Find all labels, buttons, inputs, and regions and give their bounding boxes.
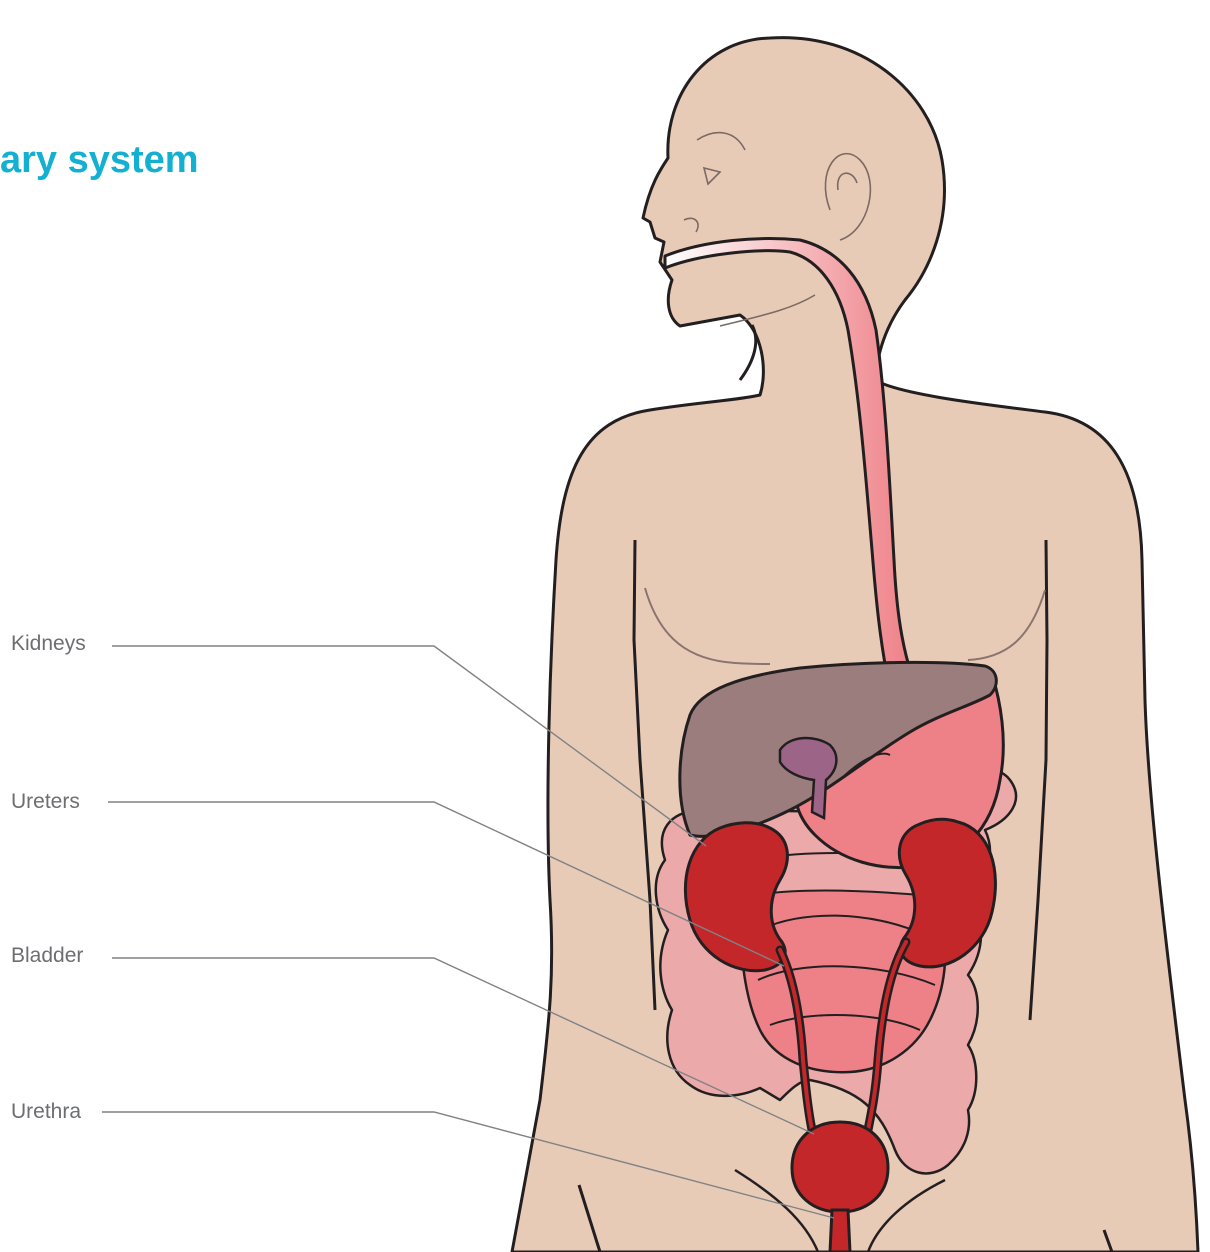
urethra: [830, 1210, 850, 1252]
neck-line: [740, 325, 756, 380]
bladder: [792, 1122, 888, 1212]
